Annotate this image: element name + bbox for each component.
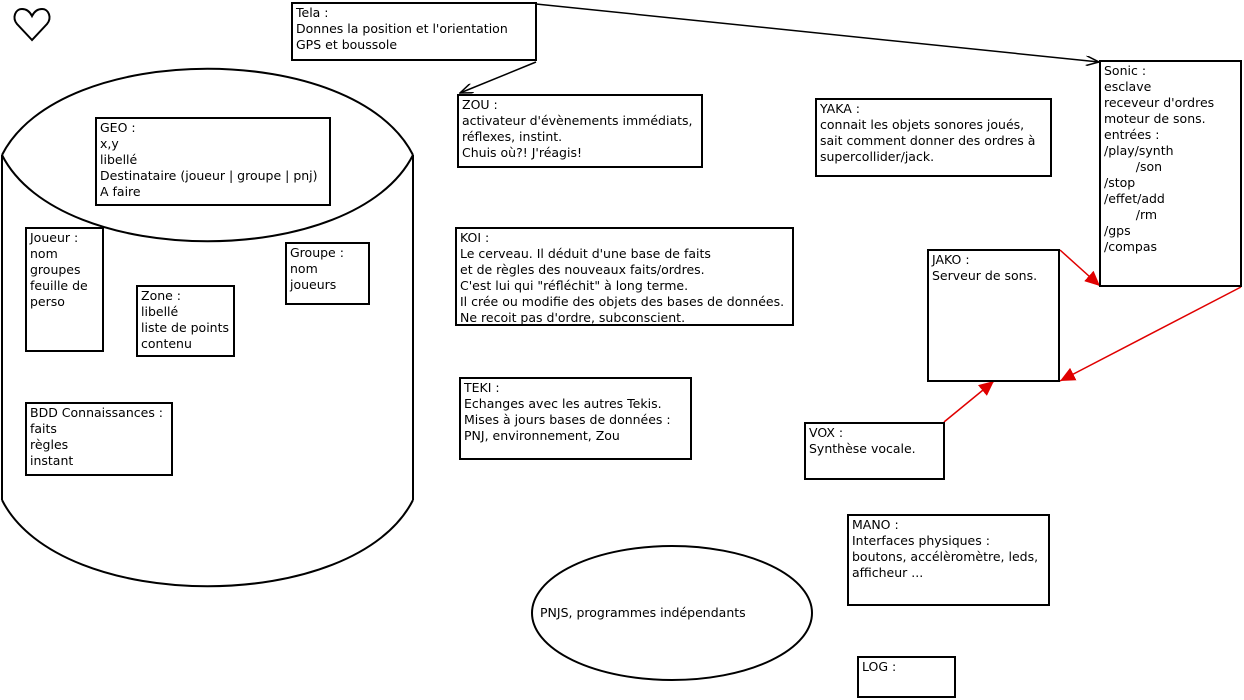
groupe-line: joueurs [290,277,337,292]
zone-title: Zone : [141,288,182,303]
joueur-line: groupes [30,262,81,277]
log-title: LOG : [862,659,897,674]
heart-icon [13,7,51,42]
teki-box: TEKI :Echanges avec les autres Tekis.Mis… [459,377,692,460]
mano-line: afficheur ... [852,565,924,580]
arrow-sonic-to-jako [1059,286,1242,382]
teki-line: Mises à jours bases de données : [464,412,671,427]
sonic-title: Sonic : [1104,63,1147,78]
tela-line: GPS et boussole [296,37,398,52]
zou-box: ZOU :activateur d'évènements immédiats,r… [457,94,703,168]
groupe-title: Groupe : [290,245,344,260]
yaka-line: supercollider/jack. [820,149,935,164]
mano-box: MANO :Interfaces physiques :boutons, acc… [847,514,1050,606]
geo-line: x,y [100,136,119,151]
tela-box: Tela :Donnes la position et l'orientatio… [291,2,537,61]
sonic-line: esclave [1104,79,1152,94]
bdd-connaissances-line: règles [30,437,69,452]
yaka-title: YAKA : [820,101,860,116]
log-box: LOG : [857,656,956,698]
zou-title: ZOU : [462,97,498,112]
zou-line: activateur d'évènements immédiats, [462,113,693,128]
geo-title: GEO : [100,120,136,135]
groupe-line: nom [290,261,318,276]
sonic-line: /effet/add [1104,191,1165,206]
vox-line: Synthèse vocale. [809,441,916,456]
koi-line: Le cerveau. Il déduit d'une base de fait… [460,246,711,261]
tela-title: Tela : [296,5,329,20]
mano-title: MANO : [852,517,899,532]
database-cylinder [1,67,414,588]
mano-line: boutons, accélèromètre, leds, [852,549,1039,564]
pnjs-ellipse [531,545,813,681]
joueur-line: feuille de [30,278,88,293]
sonic-line: /son [1104,159,1163,174]
arrow-vox-to-jako [943,380,995,423]
zone-line: contenu [141,336,192,351]
teki-line: Echanges avec les autres Tekis. [464,396,662,411]
sonic-line: entrées : [1104,127,1160,142]
mano-line: Interfaces physiques : [852,533,990,548]
yaka-line: sait comment donner des ordres à [820,133,1036,148]
jako-box: JAKO :Serveur de sons. [927,249,1060,382]
jako-line: Serveur de sons. [932,268,1038,283]
sonic-line: receveur d'ordres [1104,95,1215,110]
zone-line: libellé [141,304,179,319]
sonic-line: /gps [1104,223,1131,238]
geo-line: A faire [100,184,141,199]
sonic-line: /compas [1104,239,1158,254]
koi-box: KOI :Le cerveau. Il déduit d'une base de… [455,227,794,326]
yaka-line: connait les objets sonores joués, [820,117,1025,132]
zou-line: Chuis où?! J'réagis! [462,145,582,160]
arrow-tela-to-sonic [535,3,1099,62]
sonic-line: /play/synth [1104,143,1174,158]
jako-title: JAKO : [932,252,970,267]
sonic-line: moteur de sons. [1104,111,1206,126]
sonic-line: /stop [1104,175,1136,190]
pnjs-label: PNJS, programmes indépendants [540,605,746,620]
koi-line: Il crée ou modifie des objets des bases … [460,294,785,309]
joueur-line: nom [30,246,58,261]
vox-title: VOX : [809,425,844,440]
sonic-line: /rm [1104,207,1158,222]
tela-line: Donnes la position et l'orientation [296,21,508,36]
geo-line: libellé [100,152,138,167]
koi-line: C'est lui qui "réfléchit" à long terme. [460,278,689,293]
bdd-connaissances-title: BDD Connaissances : [30,405,164,420]
joueur-line: perso [30,294,65,309]
zone-line: liste de points [141,320,230,335]
bdd-connaissances-line: faits [30,421,57,436]
teki-title: TEKI : [464,380,500,395]
arrow-jako-to-sonic [1059,249,1101,287]
koi-title: KOI : [460,230,490,245]
arrow-tela-to-zou [460,61,537,93]
teki-line: PNJ, environnement, Zou [464,428,620,443]
joueur-title: Joueur : [30,230,79,245]
yaka-box: YAKA :connait les objets sonores joués,s… [815,98,1052,177]
geo-line: Destinataire (joueur | groupe | pnj) [100,168,318,183]
zou-line: réflexes, instint. [462,129,563,144]
koi-line: Ne recoit pas d'ordre, subconscient. [460,310,686,325]
bdd-connaissances-line: instant [30,453,74,468]
koi-line: et de règles des nouveaux faits/ordres. [460,262,705,277]
vox-box: VOX :Synthèse vocale. [804,422,945,480]
